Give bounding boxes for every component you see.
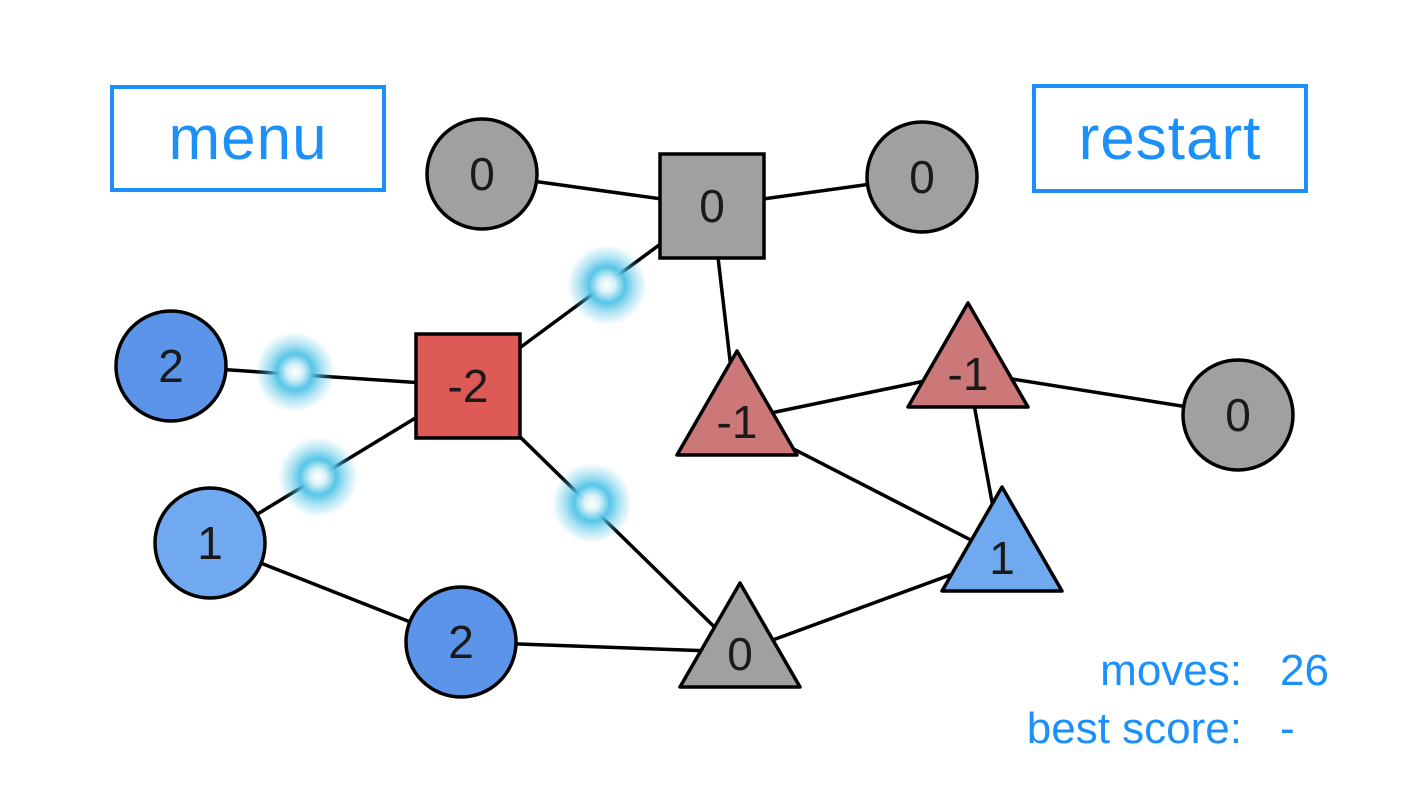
node-red-square[interactable]: -2 — [414, 332, 522, 440]
node-value: -1 — [717, 396, 758, 448]
restart-button[interactable]: restart — [1032, 84, 1308, 193]
square-shape[interactable] — [658, 152, 766, 260]
glow-move-indicator — [552, 463, 632, 543]
triangle-shape[interactable] — [675, 349, 799, 457]
node-gray-circle-right[interactable]: 0 — [1181, 358, 1295, 472]
node-blue-circle-2-left[interactable]: 2 — [114, 309, 228, 423]
node-value: 0 — [699, 180, 725, 232]
best-score-label: best score: — [1026, 704, 1242, 753]
node-value: 2 — [158, 340, 184, 392]
node-value: 1 — [197, 517, 223, 569]
node-blue-triangle[interactable]: 1 — [940, 485, 1064, 593]
node-value: 0 — [469, 148, 495, 200]
circle-shape[interactable] — [865, 120, 979, 234]
circle-shape[interactable] — [425, 117, 539, 231]
glow-move-indicator — [278, 437, 358, 517]
node-red-triangle-left[interactable]: -1 — [675, 349, 799, 457]
glow-move-indicator — [567, 245, 647, 325]
node-value: 2 — [448, 616, 474, 668]
best-score-value: - — [1280, 704, 1295, 753]
triangle-shape[interactable] — [906, 301, 1030, 409]
node-value: -1 — [948, 348, 989, 400]
moves-value: 26 — [1280, 646, 1329, 695]
glow-move-indicator — [255, 332, 335, 412]
node-red-triangle-right[interactable]: -1 — [906, 301, 1030, 409]
node-blue-circle-1[interactable]: 1 — [153, 486, 267, 600]
node-gray-circle-top-left[interactable]: 0 — [425, 117, 539, 231]
node-blue-circle-2-bottom[interactable]: 2 — [404, 585, 518, 699]
circle-shape[interactable] — [153, 486, 267, 600]
restart-button-label: restart — [1078, 104, 1262, 173]
circle-shape[interactable] — [114, 309, 228, 423]
square-shape[interactable] — [414, 332, 522, 440]
node-value: 0 — [727, 628, 753, 680]
node-value: 0 — [1225, 389, 1251, 441]
circle-shape[interactable] — [404, 585, 518, 699]
node-value: 0 — [909, 151, 935, 203]
node-gray-triangle[interactable]: 0 — [678, 581, 802, 689]
score-panel: moves: 26 best score: - — [1027, 646, 1342, 754]
triangle-shape[interactable] — [678, 581, 802, 689]
moves-label: moves: — [1100, 646, 1242, 695]
triangle-shape[interactable] — [940, 485, 1064, 593]
menu-button-label: menu — [168, 104, 328, 173]
node-value: -2 — [448, 360, 489, 412]
node-value: 1 — [989, 532, 1015, 584]
node-gray-circle-top-right[interactable]: 0 — [865, 120, 979, 234]
menu-button[interactable]: menu — [110, 85, 386, 192]
circle-shape[interactable] — [1181, 358, 1295, 472]
node-gray-square[interactable]: 0 — [658, 152, 766, 260]
